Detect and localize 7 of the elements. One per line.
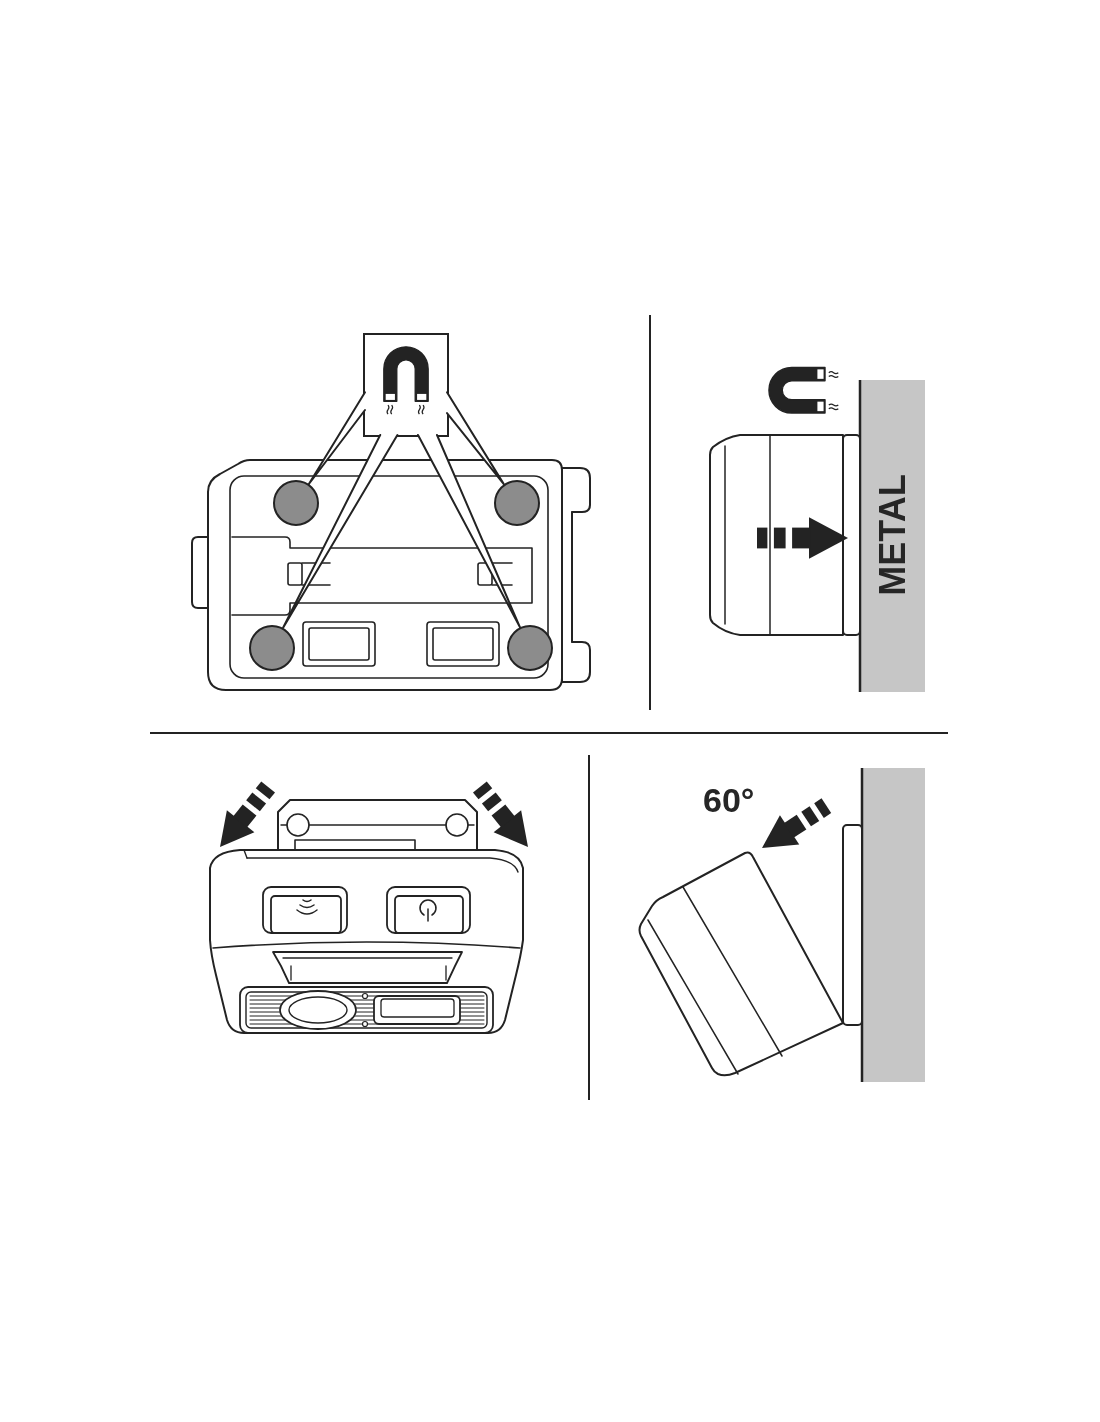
angle-label: 60°	[703, 783, 755, 817]
leader-line	[446, 391, 505, 486]
leader-line	[417, 434, 521, 629]
leader-line	[307, 391, 366, 485]
wall-label: METAL	[875, 474, 911, 596]
magnet-callout-box	[363, 333, 449, 437]
leader-line	[282, 434, 399, 629]
